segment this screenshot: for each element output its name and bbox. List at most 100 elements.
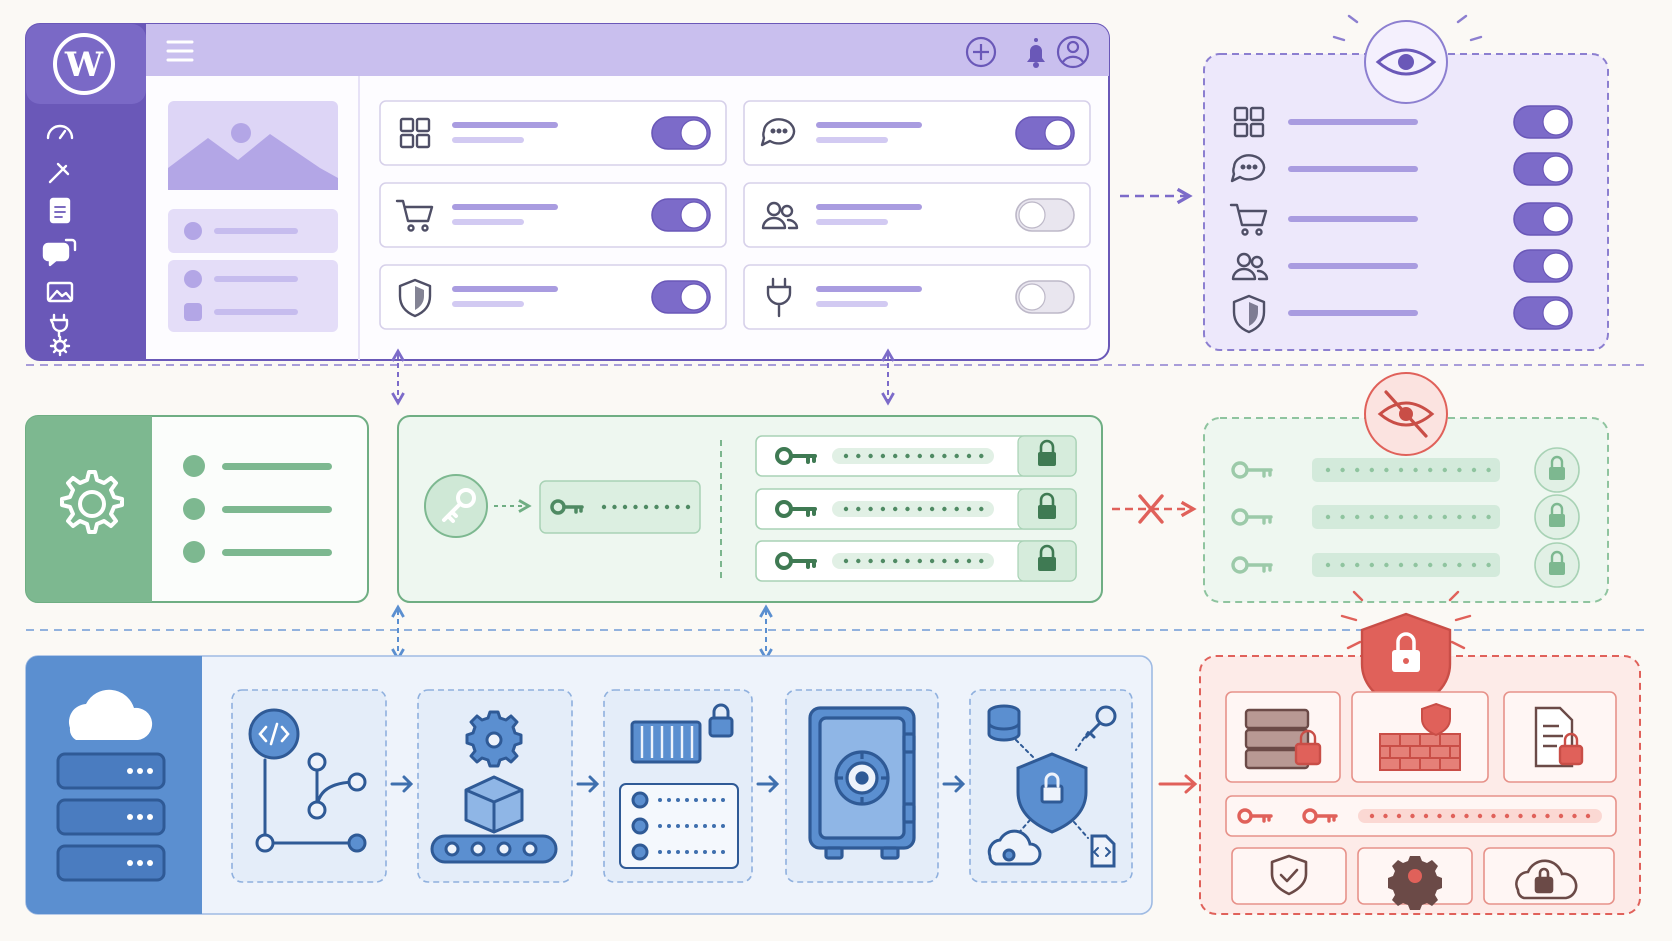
code-branch-icon — [248, 708, 367, 853]
hidden-secret-row — [1231, 494, 1580, 540]
arrow-to-protected — [1158, 774, 1198, 794]
users-icon — [1231, 252, 1269, 281]
feature-toggle[interactable] — [1015, 198, 1075, 232]
grid-icon — [1233, 106, 1265, 138]
feature-toggle[interactable] — [651, 280, 711, 314]
visible-toggle[interactable] — [1513, 296, 1573, 330]
lock-icon — [1534, 447, 1580, 493]
menu-icon[interactable] — [166, 40, 194, 62]
feature-toggle[interactable] — [651, 198, 711, 232]
admin-dashboard: W — [25, 23, 1110, 361]
server-icon — [56, 752, 166, 882]
visible-row — [1231, 249, 1573, 283]
settings-icon[interactable] — [49, 335, 71, 357]
lock-icon — [1017, 488, 1077, 530]
hidden-secret-list — [1231, 447, 1580, 588]
plugin-icon[interactable] — [49, 313, 69, 338]
key-icon — [775, 552, 817, 570]
settings-list — [183, 455, 332, 563]
hidden-secret-row — [1231, 542, 1580, 588]
visible-row — [1233, 105, 1573, 139]
svg-text:W: W — [64, 45, 104, 85]
hidden-secrets-panel — [1203, 372, 1609, 603]
protected-infrastructure-panel — [1199, 590, 1641, 915]
key-icon — [1231, 508, 1273, 526]
blocked-arrow — [1112, 494, 1190, 524]
key-icon — [775, 500, 817, 518]
feature-card — [379, 182, 727, 248]
visible-row-list — [1229, 105, 1573, 334]
document-icon[interactable] — [49, 197, 71, 224]
container-config-icon — [619, 703, 739, 869]
shield-lock-icon — [1340, 590, 1472, 714]
settings-card — [25, 415, 369, 603]
visible-row — [1232, 294, 1573, 334]
vault-icon — [808, 706, 916, 860]
feature-card — [379, 264, 727, 330]
protected-keys-bar — [1225, 795, 1617, 837]
secrets-card — [397, 415, 1103, 603]
cart-icon — [395, 199, 434, 232]
visible-row — [1229, 202, 1573, 236]
lock-icon — [1534, 542, 1580, 588]
feature-toggle[interactable] — [651, 116, 711, 150]
shield-icon — [1232, 294, 1266, 334]
eye-slash-icon — [1364, 372, 1448, 456]
build-conveyor-icon — [430, 710, 558, 864]
visible-toggle[interactable] — [1513, 152, 1573, 186]
visible-toggle[interactable] — [1513, 249, 1573, 283]
firewall-icon — [1379, 702, 1461, 771]
add-icon[interactable] — [965, 36, 997, 68]
cloud-lock-icon — [1515, 859, 1578, 900]
stored-secret-list — [755, 435, 1077, 582]
secret-row — [755, 540, 1077, 582]
visible-row — [1230, 152, 1573, 186]
server-lock-icon — [1244, 708, 1322, 770]
grid-icon — [399, 117, 431, 149]
feature-card — [743, 264, 1091, 330]
feature-toggle[interactable] — [1015, 280, 1075, 314]
secret-row — [755, 488, 1077, 530]
wordpress-logo-icon[interactable]: W — [53, 33, 115, 95]
secret-row — [755, 435, 1077, 477]
key-icon — [1231, 556, 1273, 574]
feature-card — [743, 100, 1091, 166]
bell-icon[interactable] — [1027, 38, 1045, 68]
feature-toggle[interactable] — [1015, 116, 1075, 150]
feature-card — [743, 182, 1091, 248]
comments-icon[interactable] — [42, 238, 77, 267]
x-icon — [1138, 494, 1164, 524]
pin-icon[interactable] — [48, 162, 70, 184]
key-icon — [775, 447, 817, 465]
key-badge — [424, 474, 488, 538]
lock-icon — [1017, 540, 1077, 582]
users-icon — [761, 201, 799, 230]
document-lock-icon — [1534, 706, 1584, 768]
post-list — [168, 209, 338, 332]
lock-icon — [1017, 435, 1077, 477]
media-placeholder — [168, 101, 338, 190]
chat-icon — [760, 118, 796, 147]
lock-icon — [1534, 494, 1580, 540]
dashboard-gauge-icon[interactable] — [46, 118, 74, 142]
chat-icon — [1230, 154, 1266, 183]
visible-toggle[interactable] — [1513, 202, 1573, 236]
user-icon[interactable] — [1056, 35, 1090, 69]
plug-icon — [766, 277, 792, 318]
cloud-icon — [68, 689, 153, 740]
infrastructure-pipeline — [25, 655, 1153, 915]
visible-toggle[interactable] — [1513, 105, 1573, 139]
input-secret[interactable] — [539, 480, 701, 534]
gear-icon — [1388, 856, 1442, 910]
cart-icon — [1229, 203, 1268, 236]
feature-card — [379, 100, 727, 166]
gear-icon — [60, 470, 124, 534]
hidden-secret-row — [1231, 447, 1580, 493]
shield-check-icon — [1270, 854, 1308, 896]
shield-icon — [398, 278, 432, 318]
secrets-network-icon — [987, 704, 1117, 868]
eye-icon — [1332, 14, 1483, 104]
key-icon — [1231, 461, 1273, 479]
media-icon[interactable] — [46, 279, 74, 303]
